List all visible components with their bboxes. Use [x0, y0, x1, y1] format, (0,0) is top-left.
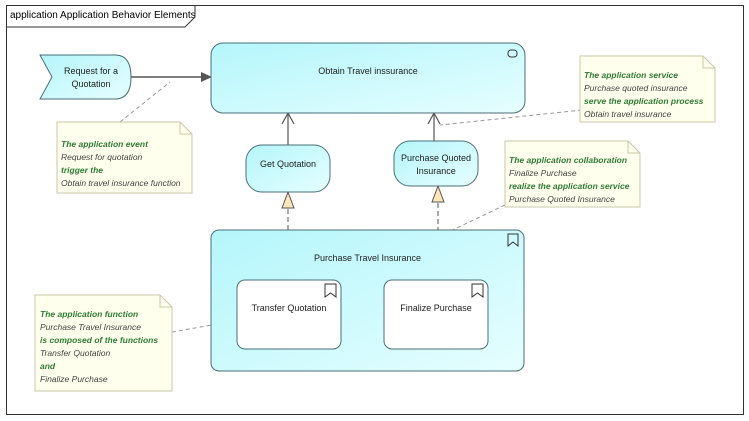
frame-tab-border — [6, 5, 196, 28]
function-note-text: The application function Purchase Travel… — [40, 309, 159, 384]
purchase-quoted-shape[interactable] — [393, 140, 479, 187]
collab-note-fold — [627, 141, 640, 154]
process-function-icon — [507, 233, 519, 248]
collab-note-text: The application collaboration Finalize P… — [509, 155, 630, 204]
service-label: Obtain Travel inssurance — [318, 66, 418, 76]
event-label: Request for a Quotation — [63, 66, 119, 89]
get-quotation-shape[interactable] — [245, 144, 331, 193]
trigger-arrowhead — [201, 72, 212, 82]
transfer-function-icon — [324, 283, 337, 298]
service-note-connector — [439, 109, 583, 126]
transfer-quotation-shape[interactable] — [236, 279, 342, 350]
function-note-fold — [159, 295, 172, 308]
frame-title: application Application Behavior Element… — [10, 10, 196, 21]
application-service-shape[interactable] — [210, 42, 526, 114]
function-note-shape — [34, 294, 173, 392]
collab-note-shape — [504, 140, 641, 208]
event-note-fold — [179, 122, 192, 135]
service-note-fold — [702, 56, 715, 69]
service-icon — [507, 49, 518, 58]
finalize-function-icon — [471, 283, 484, 298]
event-note-connector — [119, 81, 171, 123]
diagram-frame — [6, 5, 744, 415]
realization-arrowhead-purchase-quoted — [431, 184, 445, 203]
event-note-shape — [56, 121, 193, 194]
service-note-text: The application service Purchase quoted … — [584, 70, 704, 119]
get-quotation-label: Get Quotation — [259, 159, 317, 169]
service-note-shape — [579, 55, 716, 123]
function-note-connector — [171, 324, 213, 333]
application-event-shape[interactable] — [39, 54, 132, 100]
finalize-purchase-shape[interactable] — [383, 279, 489, 350]
event-note-text: The application event Request for quotat… — [61, 139, 181, 188]
finalize-purchase-label: Finalize Purchase — [400, 303, 472, 313]
transfer-quotation-label: Transfer Quotation — [251, 303, 327, 313]
realization-arrowhead-get-quotation — [281, 190, 295, 209]
process-label: Purchase Travel Insurance — [313, 253, 422, 263]
purchase-quoted-label: Purchase Quoted Insurance — [400, 153, 472, 176]
